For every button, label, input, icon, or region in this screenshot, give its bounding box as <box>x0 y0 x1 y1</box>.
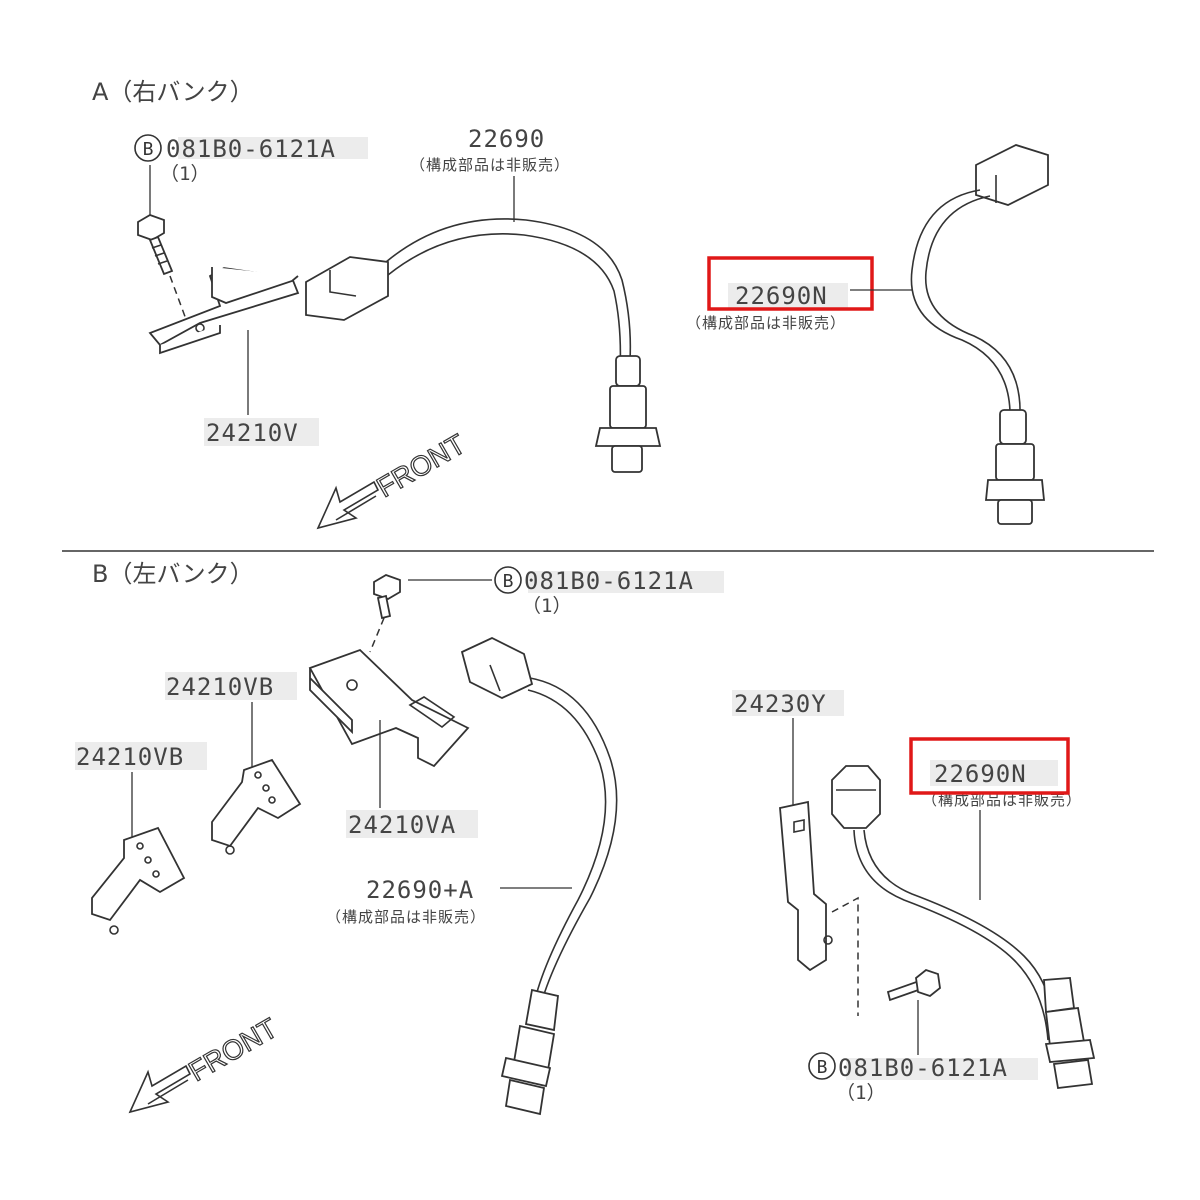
front-arrow-icon <box>316 480 380 530</box>
b-front-label: FRONT <box>184 1012 283 1087</box>
a-bolt-code: 081B0-6121A <box>166 135 336 163</box>
b-bracket-vb-upper: 24210VB <box>166 673 274 701</box>
bolt-icon <box>373 574 401 620</box>
b-sensor-note: （構成部品は非販売） <box>326 908 486 926</box>
a-bracket-number: 24210V <box>206 419 299 447</box>
b-bolt2-qty: （1） <box>836 1082 885 1104</box>
a-bolt-qty: （1） <box>160 163 209 185</box>
b-bracket-va: 24210VA <box>348 811 456 839</box>
bracket-24230y-icon <box>779 800 859 1016</box>
a-alt-sensor-number: 22690N <box>735 282 828 310</box>
oxygen-sensor-22690-icon <box>305 218 662 473</box>
bolt-marker-circle <box>134 134 162 162</box>
section-b-header: B（左バンク） <box>92 560 254 588</box>
b-bolt2-marker: B <box>817 1057 828 1078</box>
bracket-24210v-icon <box>148 267 300 355</box>
bolt-icon <box>137 214 174 276</box>
a-alt-sensor-note: （構成部品は非販売） <box>686 314 846 332</box>
a-sensor-number: 22690 <box>468 125 545 153</box>
bolt-icon <box>886 968 941 1002</box>
bracket-24210vb-upper-icon <box>211 758 302 855</box>
b-alt-sensor-number: 22690N <box>934 760 1027 788</box>
section-b: B（左バンク） B 081B0-6121A （1） 24210VA 24210V… <box>75 560 1096 1116</box>
section-a: A（右バンク） B 081B0-6121A （1） 24210V 22690 <box>92 78 1049 530</box>
bolt-marker: B <box>143 139 154 160</box>
highlight-box-b <box>909 737 1070 795</box>
bracket-24210vb-lower-icon <box>91 826 186 935</box>
b-bolt-marker: B <box>503 571 514 592</box>
b-bolt-code: 081B0-6121A <box>524 567 694 595</box>
b-bolt2-code: 081B0-6121A <box>838 1054 1008 1082</box>
b-sensor-number: 22690+A <box>366 876 474 904</box>
highlight-box-a <box>707 256 874 311</box>
b-bolt-qty: （1） <box>522 595 571 617</box>
b-bracket-y: 24230Y <box>734 690 827 718</box>
bracket-24210va-icon <box>308 648 470 768</box>
b-bracket-vb-lower: 24210VB <box>76 743 184 771</box>
a-front-label: FRONT <box>372 428 471 503</box>
oxygen-sensor-22690n-icon <box>910 144 1049 525</box>
a-sensor-note: （構成部品は非販売） <box>410 156 570 174</box>
oxygen-sensor-22690a-icon <box>460 637 618 1116</box>
front-arrow-icon <box>128 1064 192 1114</box>
oxygen-sensor-22690n-b-icon <box>831 765 1096 1089</box>
section-a-header: A（右バンク） <box>92 78 254 106</box>
b-alt-sensor-note: （構成部品は非販売） <box>922 791 1082 809</box>
